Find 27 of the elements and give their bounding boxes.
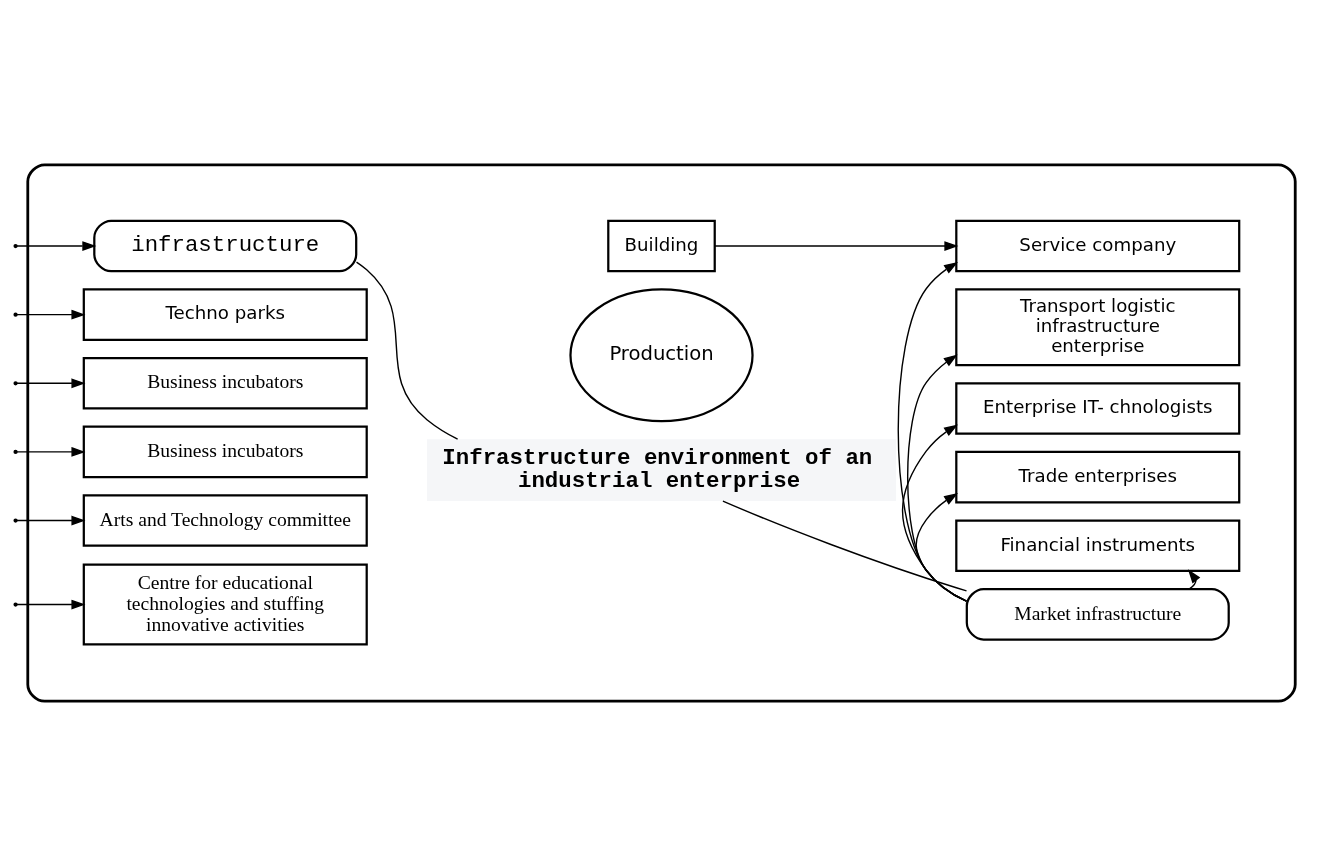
node-box: Market infrastructure bbox=[965, 587, 1230, 641]
node-box: Business incubators bbox=[82, 425, 368, 478]
node-box: Centre for educational technologies and stuffing innovative activities bbox=[82, 563, 368, 646]
node-ellipse: Production bbox=[569, 287, 754, 422]
node-box: Trade enterprises bbox=[955, 450, 1241, 503]
node-box: Enterprise IT- chnologists bbox=[955, 381, 1241, 435]
node-box: Infrastructure environment of an industrial enterprise bbox=[426, 438, 897, 501]
arrow bbox=[16, 240, 97, 251]
node-box: Techno parks bbox=[82, 287, 368, 341]
arrow bbox=[714, 240, 959, 251]
arrow bbox=[16, 599, 86, 609]
node-box: Transport logistic infrastructure enterprise bbox=[955, 287, 1241, 366]
connector bbox=[355, 260, 459, 440]
arrow bbox=[16, 377, 86, 388]
arrow bbox=[16, 309, 86, 320]
node-box: Financial instruments bbox=[955, 518, 1241, 572]
arrow bbox=[897, 261, 968, 602]
node-box: Service company bbox=[955, 219, 1241, 272]
node-box: Business incubators bbox=[82, 356, 368, 410]
arrow bbox=[16, 446, 86, 457]
node-box: Arts and Technology committee bbox=[82, 493, 368, 547]
node-box: infrastructure bbox=[93, 219, 358, 272]
arrow bbox=[16, 515, 86, 525]
node-box: Building bbox=[607, 219, 716, 272]
connector bbox=[722, 499, 968, 592]
arrow bbox=[1187, 568, 1201, 590]
cluster bbox=[26, 162, 1297, 703]
